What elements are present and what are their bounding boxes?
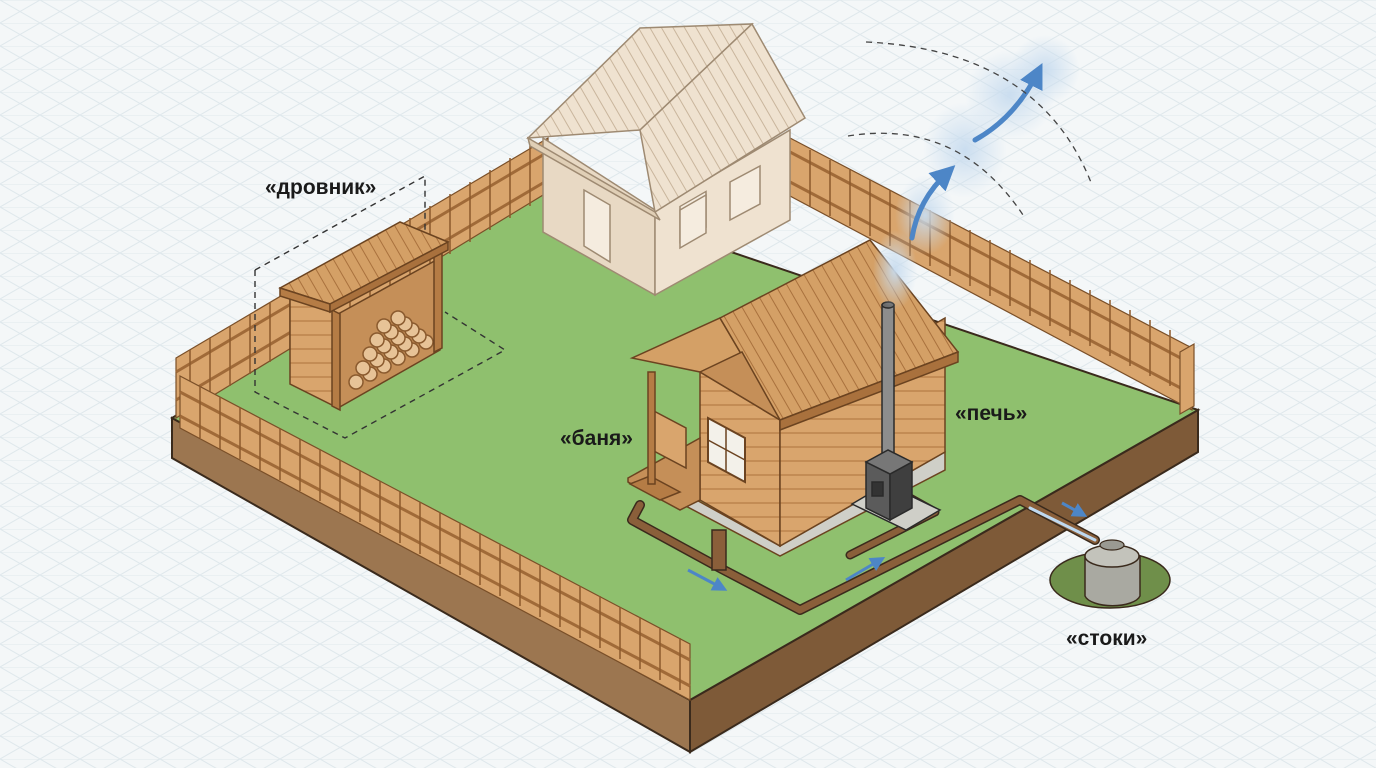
fence-front-right-stub: [1179, 342, 1195, 416]
smoke-arrows: [909, 63, 1043, 241]
stove: [850, 301, 942, 531]
ghost-window-1: [679, 193, 707, 250]
smoke-arrow-1: [909, 165, 956, 241]
woodshed-post-front: [331, 308, 341, 412]
stove-top: [864, 449, 914, 475]
flow-arrow-2: [845, 556, 886, 582]
ghost-window-2: [729, 164, 761, 222]
ghost-door: [583, 188, 611, 264]
label-woodshed: «дровник»: [265, 176, 376, 199]
label-drain: «стоки»: [1066, 627, 1147, 650]
drain-riser: [711, 529, 727, 571]
log-stack: [348, 310, 434, 390]
woodshed: [278, 221, 450, 412]
porch-steps: [628, 475, 682, 501]
septic-tank: [1049, 539, 1171, 609]
flow-arrow-1: [687, 568, 728, 591]
flow-arrows: [687, 501, 1088, 591]
wind-arcs: [847, 41, 1093, 219]
bathhouse-gable: [698, 351, 783, 423]
flow-arrow-3: [1061, 501, 1088, 517]
label-stove: «печь»: [955, 402, 1027, 425]
house-background: [526, 22, 807, 297]
woodshed-zone-outline: [254, 174, 507, 439]
stove-door: [871, 481, 884, 497]
woodshed-post-right: [433, 250, 443, 354]
chimney-pipe: [881, 304, 895, 466]
bathhouse-roof-eave: [779, 350, 959, 432]
smoke-arrow-2: [972, 63, 1043, 143]
label-bathhouse: «баня»: [560, 427, 633, 450]
fence-front-left: [179, 375, 691, 701]
porch-post: [647, 371, 656, 485]
